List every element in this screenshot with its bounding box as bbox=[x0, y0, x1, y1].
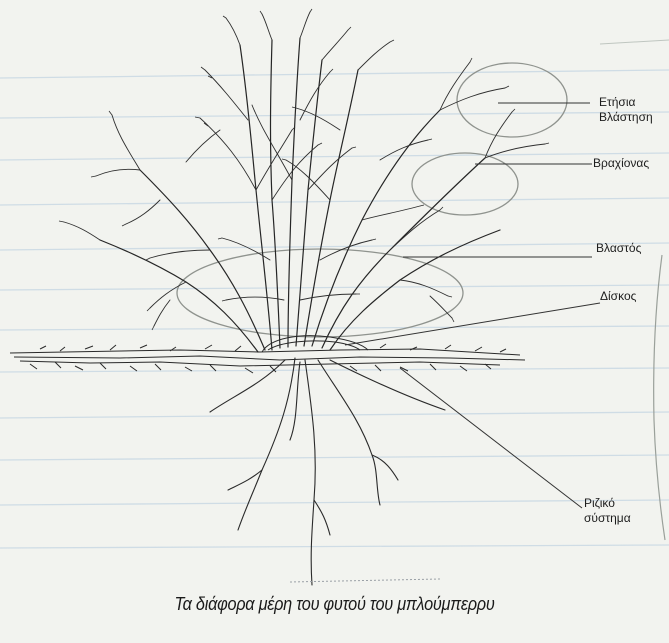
leader-lines bbox=[345, 103, 600, 508]
scan-artifact-line bbox=[290, 579, 440, 582]
leader-root-system bbox=[400, 368, 582, 508]
label-arm: Βραχίονας bbox=[593, 156, 649, 171]
canes bbox=[100, 38, 500, 352]
label-annual-growth-line2: Βλάστηση bbox=[599, 110, 653, 125]
paper-ruled-lines bbox=[0, 70, 669, 548]
leader-disk bbox=[345, 303, 600, 345]
label-root-system-line1: Ριζικό bbox=[584, 496, 631, 511]
page-edge-top bbox=[600, 40, 669, 44]
label-root-system-line2: σύστημα bbox=[584, 511, 631, 526]
label-root-system: Ριζικό σύστημα bbox=[584, 496, 631, 526]
label-shoot: Βλαστός bbox=[596, 241, 641, 256]
roots bbox=[210, 358, 445, 585]
ellipse-crown bbox=[177, 249, 463, 337]
ground-line bbox=[10, 344, 525, 373]
label-annual-growth-line1: Ετήσια bbox=[599, 95, 653, 110]
figure-caption: Τα διάφορα μέρη του φυτού του μπλούμπερρ… bbox=[40, 593, 629, 615]
ellipse-annual-growth bbox=[457, 63, 567, 137]
ellipse-arm bbox=[412, 153, 518, 215]
page-edge bbox=[654, 255, 665, 540]
label-disk: Δίσκος bbox=[600, 289, 636, 304]
label-annual-growth: Ετήσια Βλάστηση bbox=[599, 95, 653, 125]
